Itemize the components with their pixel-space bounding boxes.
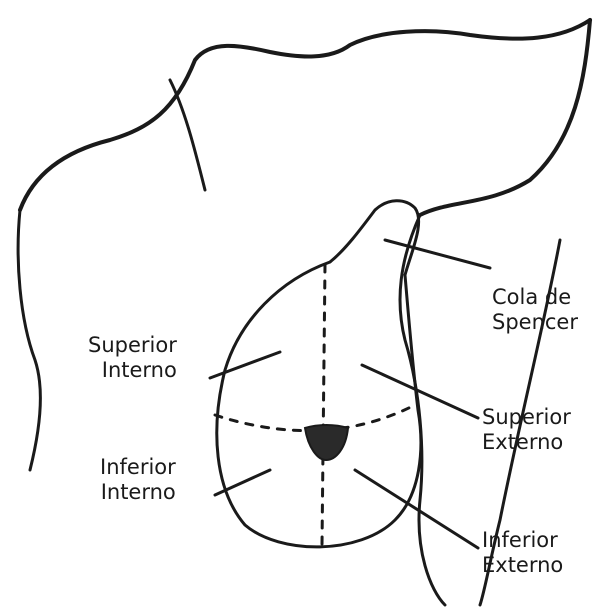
left-torso-contour (18, 210, 40, 470)
label-superior-externo-line2: Externo (482, 430, 571, 455)
armpit-contour (420, 20, 590, 215)
label-cola-line2: Spencer (492, 310, 578, 335)
label-inferior-externo-line1: Inferior (482, 528, 563, 553)
pointer-cola (385, 240, 490, 268)
shoulder-outline (20, 20, 590, 210)
vertical-dashed-divider (322, 265, 325, 545)
label-cola-line1: Cola de (492, 285, 578, 310)
label-inferior-interno-line2: Interno (100, 480, 176, 505)
label-inferior-externo-line2: Externo (482, 553, 563, 578)
label-inferior-interno-line1: Inferior (100, 455, 176, 480)
label-superior-externo-line1: Superior (482, 405, 571, 430)
label-inferior-interno: Inferior Interno (100, 455, 176, 505)
areola (305, 425, 348, 460)
label-superior-interno-line1: Superior (88, 333, 177, 358)
pointer-superior-interno (210, 352, 280, 378)
breast-outline (217, 262, 421, 547)
label-superior-externo: Superior Externo (482, 405, 571, 455)
label-inferior-externo: Inferior Externo (482, 528, 563, 578)
label-cola-de-spencer: Cola de Spencer (492, 285, 578, 335)
label-superior-interno: Superior Interno (88, 333, 177, 383)
label-superior-interno-line2: Interno (88, 358, 177, 383)
